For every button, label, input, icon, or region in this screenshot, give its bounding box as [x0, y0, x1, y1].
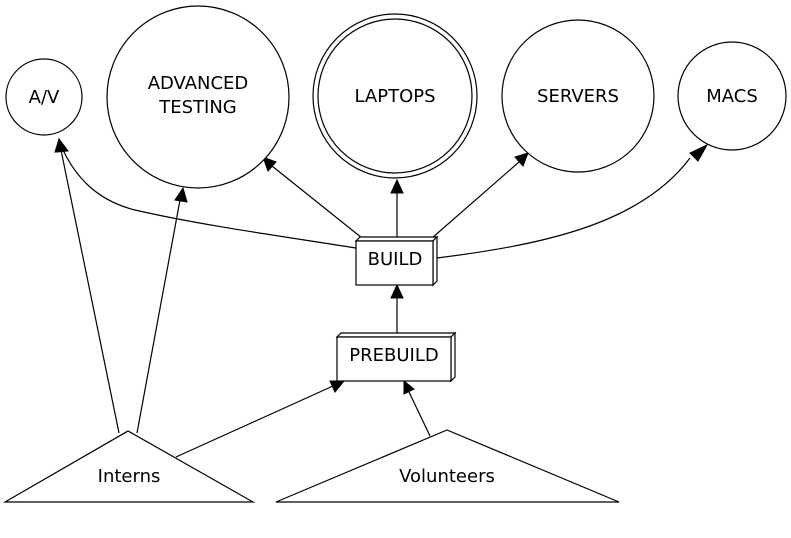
edge-interns-to-advanced-testing	[136, 186, 188, 434]
node-build-front-face	[355, 240, 434, 286]
node-av: A/V	[5, 58, 83, 136]
edge-build-to-laptops	[390, 178, 404, 237]
node-av-circle	[5, 58, 83, 136]
node-av-label: A/V	[29, 87, 60, 108]
node-build-top-face	[354, 236, 439, 242]
node-prebuild-side-face	[450, 331, 456, 383]
node-interns-triangle	[2, 430, 256, 503]
edge-build-to-servers	[431, 152, 529, 239]
node-laptops: LAPTOPS	[312, 13, 478, 179]
node-prebuild-front-face	[336, 336, 452, 382]
node-volunteers-label: Volunteers	[399, 466, 495, 487]
node-interns: Interns	[2, 430, 256, 503]
node-advanced-testing-label-line1: ADVANCED	[148, 73, 249, 94]
node-prebuild: PREBUILD	[335, 331, 457, 383]
node-servers-label: SERVERS	[537, 86, 619, 107]
node-servers-circle	[501, 19, 655, 173]
node-macs: MACS	[677, 41, 787, 151]
node-volunteers-triangle	[275, 429, 620, 503]
node-build-label: BUILD	[368, 249, 423, 270]
node-build: BUILD	[354, 235, 439, 287]
edge-volunteers-to-prebuild	[403, 379, 431, 437]
node-advanced-testing-circle	[106, 5, 290, 189]
node-advanced-testing: ADVANCED TESTING	[106, 5, 290, 189]
edge-interns-to-prebuild	[175, 380, 346, 458]
node-macs-circle	[677, 41, 787, 151]
edge-prebuild-to-build	[390, 283, 404, 333]
edges	[54, 137, 709, 458]
edge-interns-to-av	[54, 137, 120, 434]
node-laptops-label: LAPTOPS	[354, 86, 435, 107]
node-laptops-inner-circle	[317, 18, 473, 174]
edge-build-to-macs	[436, 143, 709, 259]
node-advanced-testing-label-line2: TESTING	[158, 97, 237, 118]
node-prebuild-label: PREBUILD	[349, 345, 438, 366]
edge-build-to-advanced-testing	[262, 156, 363, 239]
node-prebuild-top-face	[335, 332, 457, 338]
node-servers: SERVERS	[501, 19, 655, 173]
node-build-side-face	[432, 235, 438, 287]
node-interns-label: Interns	[98, 466, 161, 487]
node-macs-label: MACS	[706, 86, 758, 107]
node-volunteers: Volunteers	[275, 429, 620, 503]
